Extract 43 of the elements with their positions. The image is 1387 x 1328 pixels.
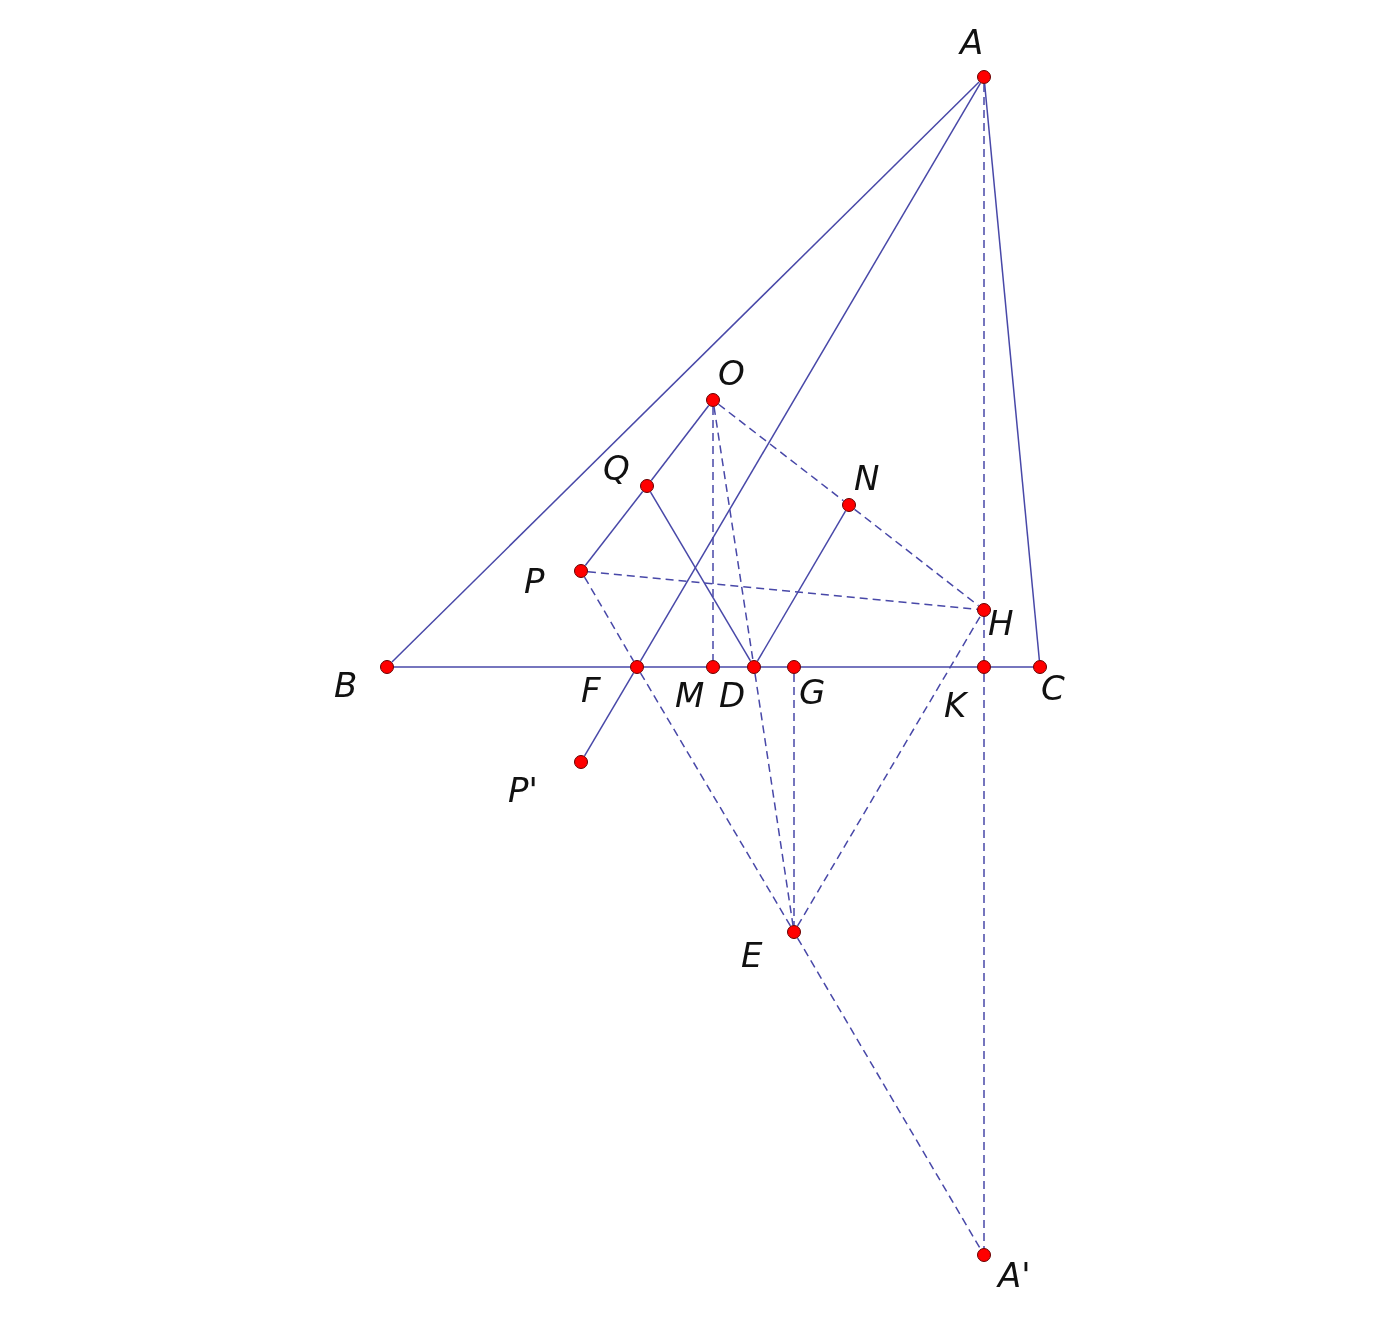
point-label: B <box>334 667 358 703</box>
dashed-line <box>793 673 795 926</box>
line-segment <box>643 666 707 668</box>
point-label: G <box>799 674 826 710</box>
point-label: O <box>718 355 745 391</box>
dashed-line <box>587 570 978 611</box>
point-label: C <box>1041 670 1065 706</box>
line-segment <box>649 491 752 662</box>
line-segment <box>583 672 635 757</box>
dashed-line <box>796 937 982 1250</box>
line-segment <box>756 510 847 662</box>
point-label: H <box>988 605 1014 641</box>
dashed-line <box>983 673 985 1249</box>
line-segment <box>760 666 788 668</box>
line-segment <box>391 81 980 663</box>
dashed-line <box>713 406 754 661</box>
dashed-line <box>717 403 845 502</box>
point-label: F <box>581 672 601 708</box>
point-label: E <box>741 937 763 973</box>
point-label: A <box>960 24 984 60</box>
dashed-line <box>754 673 794 926</box>
dashed-line <box>583 576 635 662</box>
point-label: D <box>719 677 746 713</box>
line-segment <box>650 404 710 482</box>
point-label: N <box>854 460 880 496</box>
line-segment <box>719 666 748 668</box>
point-label: P <box>524 563 545 599</box>
dashed-line <box>639 672 792 927</box>
line-segment <box>983 83 1041 661</box>
line-segment <box>990 666 1034 668</box>
point-label: M <box>675 677 705 713</box>
dashed-line <box>712 406 714 661</box>
line-segment <box>800 666 978 668</box>
dashed-line <box>796 615 982 927</box>
line-segment <box>584 490 644 567</box>
dashed-line <box>983 616 985 661</box>
point-label: Q <box>603 450 630 486</box>
point-label: K <box>944 687 967 723</box>
point-label: P' <box>508 772 538 808</box>
point-label: A' <box>998 1257 1031 1293</box>
dashed-line <box>853 508 980 607</box>
line-segment <box>393 666 631 668</box>
line-segment <box>639 82 982 662</box>
